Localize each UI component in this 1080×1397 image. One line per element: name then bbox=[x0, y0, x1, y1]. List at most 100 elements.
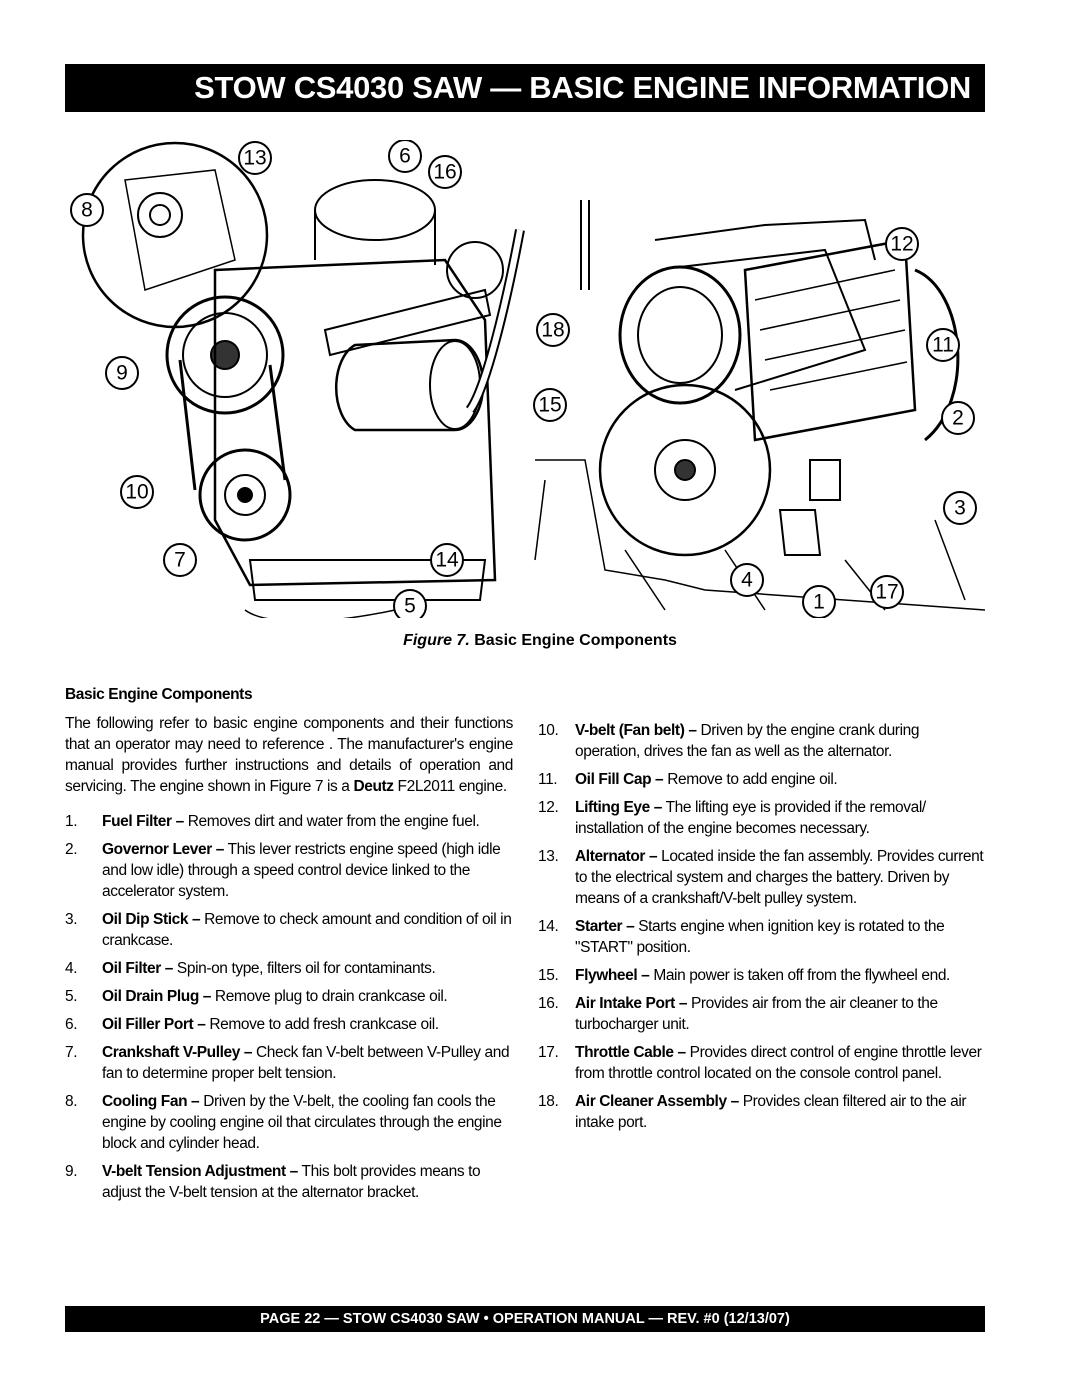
component-body: V-belt (Fan belt) – Driven by the engine… bbox=[575, 720, 985, 762]
component-body: Fuel Filter – Removes dirt and water fro… bbox=[102, 811, 480, 832]
component-description: Located inside the fan assembly. Provide… bbox=[575, 848, 984, 907]
intro-model: F2L2011 engine. bbox=[393, 778, 508, 795]
component-description: Provides clean filtered air to the air i… bbox=[575, 1093, 967, 1131]
component-body: Air Cleaner Assembly – Provides clean fi… bbox=[575, 1091, 985, 1133]
callout-16: 16 bbox=[433, 161, 456, 184]
component-name: V-belt Tension Adjustment – bbox=[102, 1163, 298, 1180]
component-body: Cooling Fan – Driven by the V-belt, the … bbox=[102, 1091, 513, 1154]
component-body: Governor Lever – This lever restricts en… bbox=[102, 839, 513, 902]
component-item: 7.Crankshaft V-Pulley – Check fan V-belt… bbox=[65, 1042, 513, 1084]
component-number: 10. bbox=[538, 722, 559, 739]
component-item: 14. Starter – Starts engine when ignition… bbox=[538, 916, 985, 958]
component-item: 5. Oil Drain Plug – Remove plug to drain … bbox=[65, 986, 513, 1007]
intro-paragraph: The following refer to basic engine comp… bbox=[65, 713, 513, 797]
component-item: 3. Oil Dip Stick – Remove to check amount… bbox=[65, 909, 513, 951]
footer-bar: PAGE 22 — STOW CS4030 SAW • OPERATION MA… bbox=[65, 1306, 985, 1332]
footer-text: PAGE 22 — STOW CS4030 SAW • OPERATION MA… bbox=[260, 1311, 790, 1327]
component-description: Check fan V-belt between V-Pulley and fa… bbox=[102, 1044, 510, 1082]
figure-caption: Figure 7. Basic Engine Components bbox=[0, 632, 1080, 650]
component-name: Air Cleaner Assembly – bbox=[575, 1093, 739, 1110]
component-number: 17. bbox=[538, 1044, 559, 1061]
callout-11: 11 bbox=[932, 334, 954, 357]
component-name: Oil Drain Plug – bbox=[102, 988, 212, 1005]
callout-1: 1 bbox=[813, 591, 825, 614]
component-body: Oil Fill Cap – Remove to add engine oil. bbox=[575, 769, 838, 790]
component-name: Lifting Eye – bbox=[575, 799, 662, 816]
component-item: 15.Flywheel – Main power is taken off fr… bbox=[538, 965, 985, 986]
component-number: 18. bbox=[538, 1093, 559, 1110]
component-number: 6. bbox=[65, 1016, 78, 1033]
component-item: 17. Throttle Cable – Provides direct cont… bbox=[538, 1042, 985, 1084]
component-item: 18. Air Cleaner Assembly – Provides clean… bbox=[538, 1091, 985, 1133]
component-body: Flywheel – Main power is taken off from … bbox=[575, 965, 950, 986]
component-description: Remove to add engine oil. bbox=[663, 771, 838, 788]
component-name: Crankshaft V-Pulley – bbox=[102, 1044, 253, 1061]
callout-2: 2 bbox=[952, 407, 964, 430]
callout-9: 9 bbox=[116, 362, 128, 385]
component-body: Oil Dip Stick – Remove to check amount a… bbox=[102, 909, 513, 951]
component-name: Governor Lever – bbox=[102, 841, 224, 858]
component-item: 10. V-belt (Fan belt) – Driven by the eng… bbox=[538, 720, 985, 762]
component-number: 9. bbox=[65, 1163, 78, 1180]
component-number: 11. bbox=[538, 771, 558, 788]
section-heading: Basic Engine Components bbox=[65, 686, 253, 703]
component-name: Fuel Filter – bbox=[102, 813, 184, 830]
component-number: 5. bbox=[65, 988, 78, 1005]
component-item: 9. V-belt Tension Adjustment – This bolt … bbox=[65, 1161, 513, 1203]
component-item: 12.Lifting Eye – The lifting eye is prov… bbox=[538, 797, 985, 839]
callout-18: 18 bbox=[541, 319, 564, 342]
component-body: Lifting Eye – The lifting eye is provide… bbox=[575, 797, 985, 839]
component-description: Removes dirt and water from the engine f… bbox=[183, 813, 480, 830]
component-body: V-belt Tension Adjustment – This bolt pr… bbox=[102, 1161, 513, 1203]
intro-text: The following refer to basic engine comp… bbox=[65, 715, 513, 795]
component-item: 1.Fuel Filter – Removes dirt and water f… bbox=[65, 811, 513, 832]
component-name: Throttle Cable – bbox=[575, 1044, 686, 1061]
component-body: Oil Drain Plug – Remove plug to drain cr… bbox=[102, 986, 448, 1007]
component-list-right: 10. V-belt (Fan belt) – Driven by the eng… bbox=[538, 720, 985, 1133]
component-name: V-belt (Fan belt) – bbox=[575, 722, 697, 739]
page-title: STOW CS4030 SAW — BASIC ENGINE INFORMATI… bbox=[194, 70, 971, 105]
component-description: This bolt provides means to adjust the V… bbox=[102, 1163, 481, 1201]
component-name: Oil Filler Port – bbox=[102, 1016, 206, 1033]
component-number: 4. bbox=[65, 960, 78, 977]
component-name: Oil Dip Stick – bbox=[102, 911, 201, 928]
left-column: Basic Engine Components The following re… bbox=[65, 684, 513, 1210]
component-body: Alternator – Located inside the fan asse… bbox=[575, 846, 985, 909]
component-item: 8.Cooling Fan – Driven by the V-belt, th… bbox=[65, 1091, 513, 1154]
component-description: Starts engine when ignition key is rotat… bbox=[575, 918, 945, 956]
callout-17: 17 bbox=[875, 581, 898, 604]
callout-10: 10 bbox=[125, 481, 148, 504]
component-description: Remove to add fresh crankcase oil. bbox=[205, 1016, 439, 1033]
component-description: Spin-on type, filters oil for contaminan… bbox=[173, 960, 436, 977]
callout-12: 12 bbox=[890, 233, 913, 256]
callout-14: 14 bbox=[435, 549, 459, 572]
component-name: Oil Filter – bbox=[102, 960, 173, 977]
component-number: 14. bbox=[538, 918, 559, 935]
component-name: Air Intake Port – bbox=[575, 995, 688, 1012]
callout-13: 13 bbox=[243, 147, 266, 170]
component-body: Air Intake Port – Provides air from the … bbox=[575, 993, 985, 1035]
callout-6: 6 bbox=[399, 145, 411, 168]
component-body: Oil Filter – Spin-on type, filters oil f… bbox=[102, 958, 436, 979]
component-description: Driven by the V-belt, the cooling fan co… bbox=[102, 1093, 502, 1152]
component-item: 16.Air Intake Port – Provides air from t… bbox=[538, 993, 985, 1035]
figure-caption-text: Basic Engine Components bbox=[474, 632, 677, 649]
component-body: Crankshaft V-Pulley – Check fan V-belt b… bbox=[102, 1042, 513, 1084]
callout-7: 7 bbox=[174, 549, 186, 572]
engine-figure: 13 6 16 8 9 10 7 14 5 12 18 11 15 2 3 4 … bbox=[65, 139, 986, 623]
component-item: 2.Governor Lever – This lever restricts … bbox=[65, 839, 513, 902]
component-number: 3. bbox=[65, 911, 78, 928]
callout-5: 5 bbox=[404, 595, 416, 618]
component-body: Throttle Cable – Provides direct control… bbox=[575, 1042, 985, 1084]
component-description: Provides air from the air cleaner to the… bbox=[575, 995, 938, 1033]
component-description: Remove to check amount and condition of … bbox=[102, 911, 512, 949]
page-title-bar: STOW CS4030 SAW — BASIC ENGINE INFORMATI… bbox=[65, 64, 985, 112]
engine-illustration: 13 6 16 8 9 10 7 14 5 12 18 11 15 2 3 4 … bbox=[70, 139, 986, 623]
component-item: 11. Oil Fill Cap – Remove to add engine o… bbox=[538, 769, 985, 790]
component-body: Starter – Starts engine when ignition ke… bbox=[575, 916, 985, 958]
component-description: Driven by the engine crank during operat… bbox=[575, 722, 920, 760]
component-name: Starter – bbox=[575, 918, 635, 935]
component-name: Alternator – bbox=[575, 848, 658, 865]
component-number: 13. bbox=[538, 848, 559, 865]
component-item: 13. Alternator – Located inside the fan a… bbox=[538, 846, 985, 909]
